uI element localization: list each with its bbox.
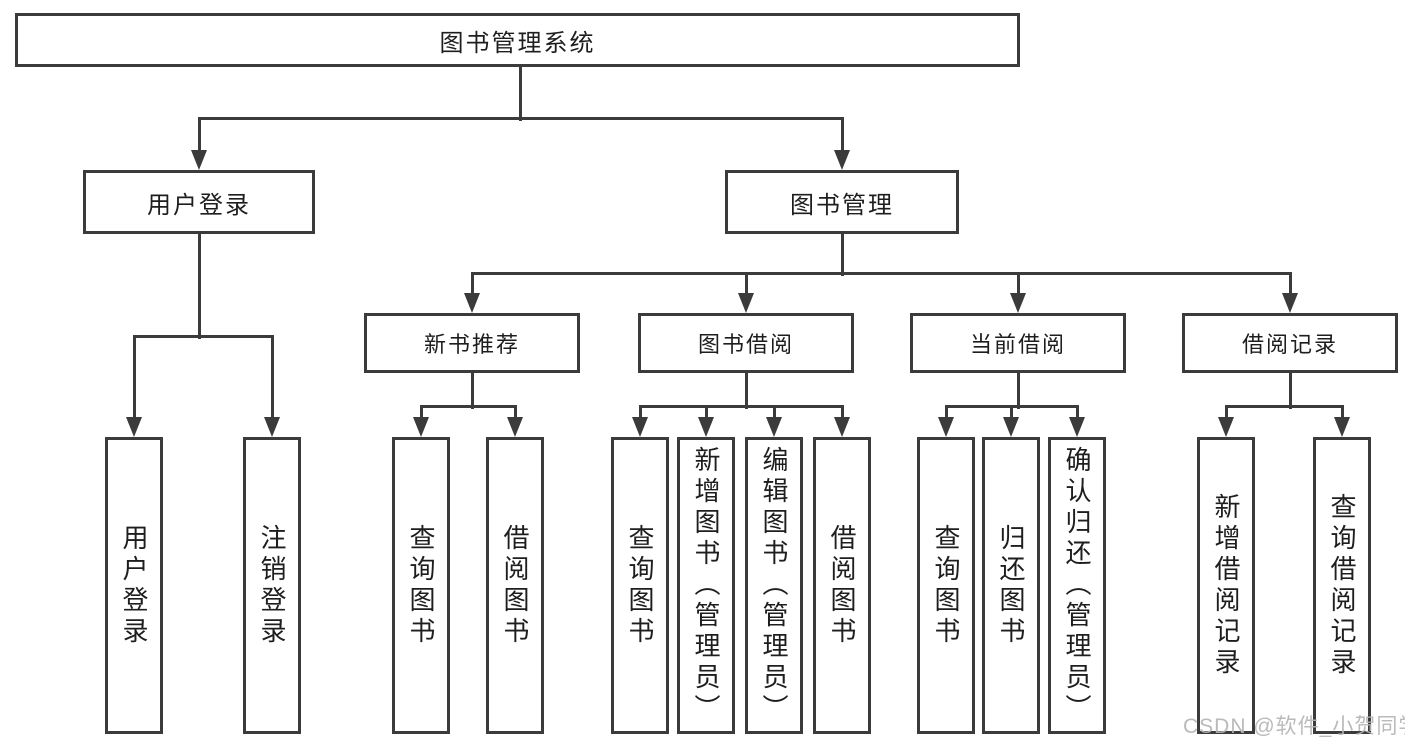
leaf-borrowing-query-books: 查询图书 xyxy=(611,437,669,734)
arrowhead-down xyxy=(1282,293,1298,313)
arrowhead-down xyxy=(834,417,850,437)
arrowhead-down xyxy=(834,150,850,170)
connector-shaft xyxy=(944,406,948,419)
node-label: 查询图书 xyxy=(625,523,655,648)
connector-bar xyxy=(470,271,1292,275)
leaf-user-login: 用户登录 xyxy=(105,437,163,734)
connector-stem xyxy=(1288,373,1292,409)
leaf-borrowing-borrow-books: 借阅图书 xyxy=(813,437,871,734)
leaf-borrowing-edit-books-admin: 编辑图书（管理员） xyxy=(745,437,803,734)
arrowhead-down xyxy=(738,293,754,313)
node-label: 确认归还（管理员） xyxy=(1062,446,1092,725)
node-label: 图书管理 xyxy=(790,191,894,219)
arrowhead-down xyxy=(698,417,714,437)
node-label: 查询图书 xyxy=(406,523,436,648)
arrowhead-down xyxy=(1218,417,1234,437)
watermark: CSDN @软件_小贺同学 xyxy=(1183,715,1405,738)
node-label: 新增借阅记录 xyxy=(1211,492,1241,679)
leaf-newbooks-borrow-books: 借阅图书 xyxy=(486,437,544,734)
connector-shaft xyxy=(704,406,708,419)
connector-shaft xyxy=(1224,406,1228,419)
leaf-records-add-borrow-record: 新增借阅记录 xyxy=(1197,437,1255,734)
connector-shaft xyxy=(197,118,201,152)
arrowhead-down xyxy=(126,417,142,437)
connector-shaft xyxy=(470,273,474,295)
node-borrowing-records: 借阅记录 xyxy=(1182,313,1398,373)
node-label: 查询借阅记录 xyxy=(1327,492,1357,679)
node-label: 当前借阅 xyxy=(969,332,1066,357)
arrowhead-down xyxy=(1069,417,1085,437)
node-library-management-system: 图书管理系统 xyxy=(15,13,1020,67)
arrowhead-down xyxy=(464,293,480,313)
connector-stem xyxy=(744,373,748,409)
node-book-management: 图书管理 xyxy=(725,170,959,234)
leaf-records-query-borrow-record: 查询借阅记录 xyxy=(1313,437,1371,734)
node-label: 图书借阅 xyxy=(697,332,794,357)
node-label: 新增图书（管理员） xyxy=(691,446,721,725)
connector-bar xyxy=(638,404,844,408)
connector-bar xyxy=(1224,404,1344,408)
arrowhead-down xyxy=(1003,417,1019,437)
arrowhead-down xyxy=(191,150,207,170)
node-label: 借阅记录 xyxy=(1241,332,1338,357)
node-label: 查询图书 xyxy=(931,523,961,648)
connector-shaft xyxy=(840,118,844,152)
node-label: 注销登录 xyxy=(257,523,287,648)
leaf-borrowing-add-books-admin: 新增图书（管理员） xyxy=(677,437,735,734)
arrowhead-down xyxy=(264,417,280,437)
arrowhead-down xyxy=(632,417,648,437)
connector-shaft xyxy=(270,336,274,419)
node-book-borrowing: 图书借阅 xyxy=(638,313,854,373)
node-label: 借阅图书 xyxy=(827,523,857,648)
connector-shaft xyxy=(1009,406,1013,419)
connector-stem xyxy=(840,234,844,276)
connector-shaft xyxy=(1016,273,1020,295)
node-label: 归还图书 xyxy=(996,523,1026,648)
connector-bar xyxy=(197,116,844,120)
connector-shaft xyxy=(1075,406,1079,419)
leaf-current-query-books: 查询图书 xyxy=(917,437,975,734)
arrowhead-down xyxy=(1010,293,1026,313)
arrowhead-down xyxy=(938,417,954,437)
node-current-borrowing: 当前借阅 xyxy=(910,313,1126,373)
arrowhead-down xyxy=(766,417,782,437)
connector-shaft xyxy=(744,273,748,295)
arrowhead-down xyxy=(413,417,429,437)
connector-stem xyxy=(518,67,522,121)
connector-bar xyxy=(419,404,517,408)
node-label: 借阅图书 xyxy=(500,523,530,648)
connector-shaft xyxy=(1340,406,1344,419)
arrowhead-down xyxy=(1334,417,1350,437)
leaf-current-confirm-return-admin: 确认归还（管理员） xyxy=(1048,437,1106,734)
leaf-newbooks-query-books: 查询图书 xyxy=(392,437,450,734)
connector-shaft xyxy=(132,336,136,419)
arrowhead-down xyxy=(507,417,523,437)
connector-stem xyxy=(1016,373,1020,409)
node-user-login: 用户登录 xyxy=(83,170,315,234)
connector-shaft xyxy=(419,406,423,419)
leaf-current-return-books: 归还图书 xyxy=(982,437,1040,734)
node-new-book-recommendation: 新书推荐 xyxy=(364,313,580,373)
node-label: 用户登录 xyxy=(119,523,149,648)
connector-stem xyxy=(197,234,201,339)
connector-shaft xyxy=(840,406,844,419)
connector-bar xyxy=(132,334,274,338)
node-label: 新书推荐 xyxy=(423,332,520,357)
connector-shaft xyxy=(638,406,642,419)
connector-shaft xyxy=(1288,273,1292,295)
connector-shaft xyxy=(513,406,517,419)
node-label: 用户登录 xyxy=(147,191,251,219)
connector-stem xyxy=(470,373,474,409)
node-label: 图书管理系统 xyxy=(439,29,596,57)
leaf-logout: 注销登录 xyxy=(243,437,301,734)
connector-shaft xyxy=(772,406,776,419)
node-label: 编辑图书（管理员） xyxy=(759,446,789,725)
